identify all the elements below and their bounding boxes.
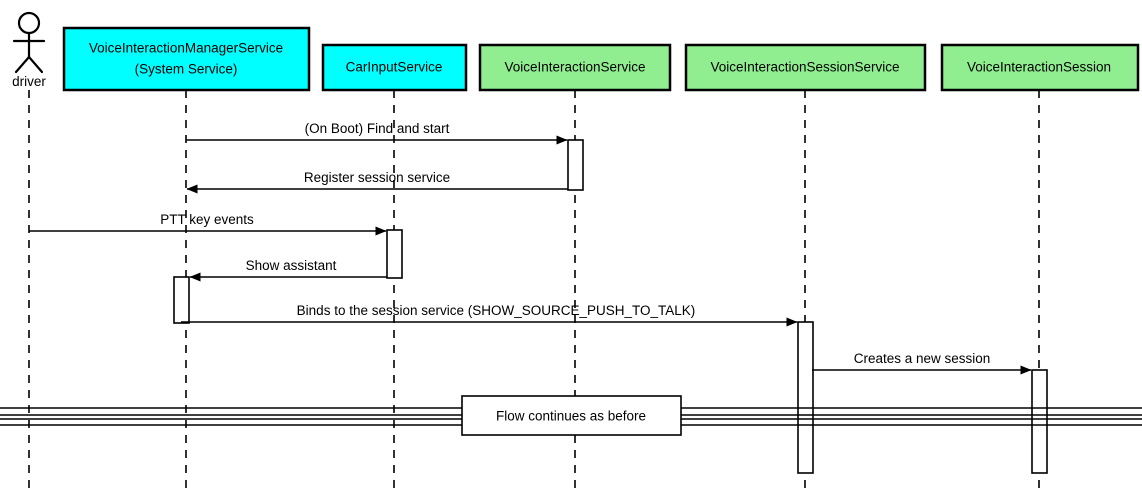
participant-carinputservice[interactable]: CarInputService	[321, 43, 468, 92]
participant-label-voiceinteractionsession: VoiceInteractionSession	[967, 60, 1111, 75]
participant-box-voiceinteractionservice[interactable]	[478, 43, 672, 92]
message-label-m2: Register session service	[304, 170, 450, 185]
actor-leg-left-icon	[14, 55, 31, 74]
activation-bar-voiceinteractionmanagerservice	[173, 276, 190, 324]
activation-bars-group	[173, 139, 1048, 474]
note-box-rect	[461, 395, 682, 436]
participant-voiceinteractionmanagerservice[interactable]: VoiceInteractionManagerService (System S…	[62, 26, 311, 92]
participant-label-carinputservice: CarInputService	[346, 60, 443, 75]
message-label-m5: Binds to the session service (SHOW_SOURC…	[297, 303, 696, 318]
participant-box-voiceinteractionsessionservice[interactable]	[684, 43, 927, 92]
activation-bar-voiceinteractionsession	[1031, 369, 1048, 474]
activation-bar-carinputservice	[386, 229, 403, 279]
participant-label-vims-line1: VoiceInteractionManagerService	[89, 41, 283, 56]
message-ptt-key-events: PTT key events	[29, 212, 387, 236]
actor-leg-right-icon	[27, 55, 44, 74]
message-label-m4: Show assistant	[246, 258, 337, 273]
note-flow-continues-as-before: Flow continues as before	[461, 395, 682, 436]
note-box-label: Flow continues as before	[496, 409, 646, 424]
actor-driver: driver	[12, 11, 46, 89]
activation-bar-voiceinteractionservice	[567, 139, 584, 191]
participant-voiceinteractionsession[interactable]: VoiceInteractionSession	[940, 43, 1140, 92]
activation-bar-voiceinteractionsessionservice	[797, 321, 814, 474]
participant-box-carinputservice[interactable]	[321, 43, 468, 92]
message-creates-a-new-session: Creates a new session	[812, 351, 1032, 375]
message-show-assistant: Show assistant	[189, 258, 387, 282]
message-label-m1: (On Boot) Find and start	[305, 121, 450, 136]
message-label-m6: Creates a new session	[854, 351, 991, 366]
participant-label-voiceinteractionsessionservice: VoiceInteractionSessionService	[710, 60, 899, 75]
message-binds-to-the-session-service: Binds to the session service (SHOW_SOURC…	[181, 303, 798, 327]
participant-label-vims-line2: (System Service)	[135, 62, 238, 77]
participant-voiceinteractionservice[interactable]: VoiceInteractionService	[478, 43, 672, 92]
actor-label-driver: driver	[12, 74, 46, 89]
message-register-session-service: Register session service	[186, 170, 568, 194]
participant-box-voiceinteractionsession[interactable]	[940, 43, 1140, 92]
message-on-boot-find-and-start: (On Boot) Find and start	[186, 121, 568, 145]
participant-voiceinteractionsessionservice[interactable]: VoiceInteractionSessionService	[684, 43, 927, 92]
actor-head-icon	[17, 11, 41, 35]
participant-label-voiceinteractionservice: VoiceInteractionService	[504, 60, 645, 75]
participant-box-vims[interactable]	[62, 26, 311, 92]
message-label-m3: PTT key events	[160, 212, 254, 227]
